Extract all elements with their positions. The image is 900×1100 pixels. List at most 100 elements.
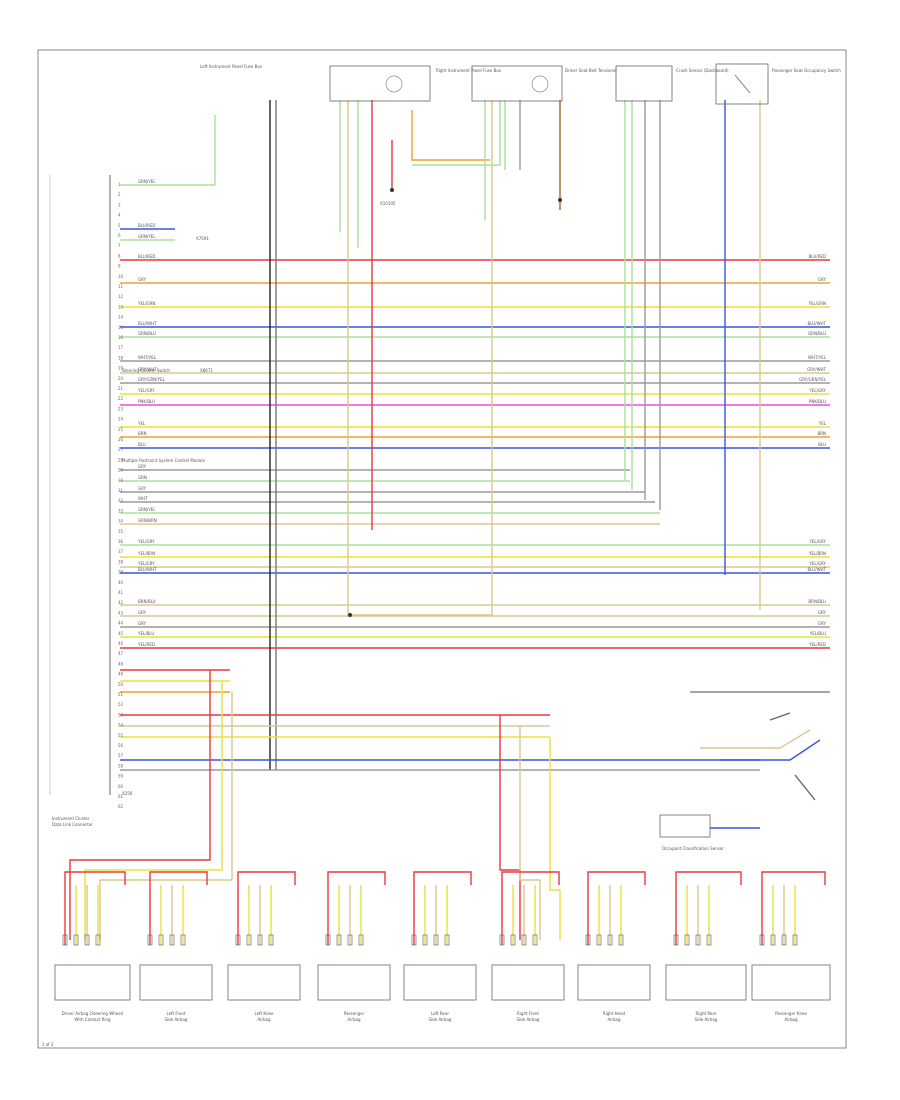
wire-label: GRY [818,621,827,626]
wire-label: YEL/BRN [137,551,155,556]
connector-pin [347,934,353,946]
pin-number: 30 [118,478,124,483]
pin-number: 62 [118,804,124,809]
pin-number: 18 [118,355,124,360]
connector-pin [84,934,90,946]
wire-label: YEL/GRY [137,539,155,544]
wire-label: BLU [138,442,146,447]
wire-label: BLU/RED [138,223,155,228]
pin-number: 5 [118,223,121,228]
connector-pin [684,934,690,946]
airbag-label: Right Front [517,1011,539,1016]
airbag-loop-wire [761,871,826,885]
connector-pin [607,934,613,946]
pin-number: 51 [118,692,124,697]
pin-number: 31 [118,488,124,493]
wire-label: BRN [817,431,826,436]
pin-number: 52 [118,702,124,707]
airbag-module [317,964,391,1001]
connector-label: X7591 [196,236,209,241]
wire-label: BLU/WHT [808,567,827,572]
pin-number: 22 [118,396,124,401]
airbag-label: Left Front [167,1011,186,1016]
pin-number: 60 [118,784,124,789]
note-label: Instrument Cluster [52,816,90,821]
pin-number: 42 [118,600,124,605]
pin-number: 29 [118,468,124,473]
pin-number: 1 [118,182,121,187]
note-label: Steering Column Switch [122,368,170,373]
connector-pin [158,934,164,946]
wire-label: GRY [138,464,147,469]
pin-number: 14 [118,315,124,320]
connector-pin [422,934,428,946]
occupant-sensor [659,814,711,838]
airbag-feed [499,715,521,940]
connector-pin [169,934,175,946]
airbag-label: Right Head [603,1011,626,1016]
wire-label: GRY [818,277,827,282]
pin-number: 33 [118,508,124,513]
wire-label: WHT [138,496,148,501]
pin-number: 41 [118,590,124,595]
splice-dot [390,188,394,192]
pin-number: 55 [118,733,124,738]
pin-number: 13 [118,304,124,309]
connector-pin [596,934,602,946]
pin-number: 35 [118,529,124,534]
pin-number: 56 [118,743,124,748]
pin-number: 36 [118,539,124,544]
wire-label: YEL/GRN [137,301,155,306]
pin-number: 50 [118,682,124,687]
airbag-label: Airbag [347,1017,360,1022]
airbag-feed [549,737,561,940]
wire-label: YEL/GRY [137,388,155,393]
connector-pin [358,934,364,946]
wire-label: GRY/WHT [807,367,826,372]
pin-number: 10 [118,274,124,279]
wire-label: YEL/BLU [809,631,826,636]
connector-pin [781,934,787,946]
connector-pin [268,934,274,946]
wire-label: GRN [138,475,147,480]
pin-number: 34 [118,519,124,524]
wire-label: YEL/RED [137,642,155,647]
wire-label: YEL/BLU [137,631,154,636]
pin-number: 48 [118,661,124,666]
connector-pin [411,934,417,946]
connector-pin [444,934,450,946]
pin-number: 32 [118,498,124,503]
connector-pin [147,934,153,946]
airbag-label: Airbag [784,1017,797,1022]
pin-number: 20 [118,376,124,381]
wire-label: GRN/BRN [138,518,157,523]
switch-contact-icon [734,74,751,94]
connector-pin [521,934,527,946]
pin-number: 61 [118,794,124,799]
airbag-module [751,964,831,1001]
pin-number: 19 [118,366,124,371]
airbag-loop-wire [501,871,560,885]
pin-number: 16 [118,335,124,340]
switch-contact-icon [769,712,791,721]
wire-label: GRY [138,486,147,491]
airbag-loop-wire [327,871,386,885]
airbag-module [665,964,747,1001]
left-fuse-box [329,65,431,102]
connector-label: X8671 [200,368,213,373]
connector-label: X256 [122,791,133,796]
splice-dot [348,613,352,617]
airbag-label: Driver Airbag (Steering Wheel) [62,1011,124,1016]
wire-label: WHT/YEL [808,355,827,360]
splice-dot [558,198,562,202]
wire-label: GRN/BLU [138,331,156,336]
airbag-loop-wire [64,871,126,885]
connector-pin [585,934,591,946]
component-label: Left Instrument Panel Fuse Box [200,64,263,69]
pin-number: 17 [118,345,124,350]
component-label: Crash Sensor (Dashboard) [676,68,729,73]
connector-pin [73,934,79,946]
wire-label: GRY/GRN/YEL [799,377,827,382]
wire-label: WHT/YEL [138,355,157,360]
wire-label: GRN/YEL [138,179,156,184]
